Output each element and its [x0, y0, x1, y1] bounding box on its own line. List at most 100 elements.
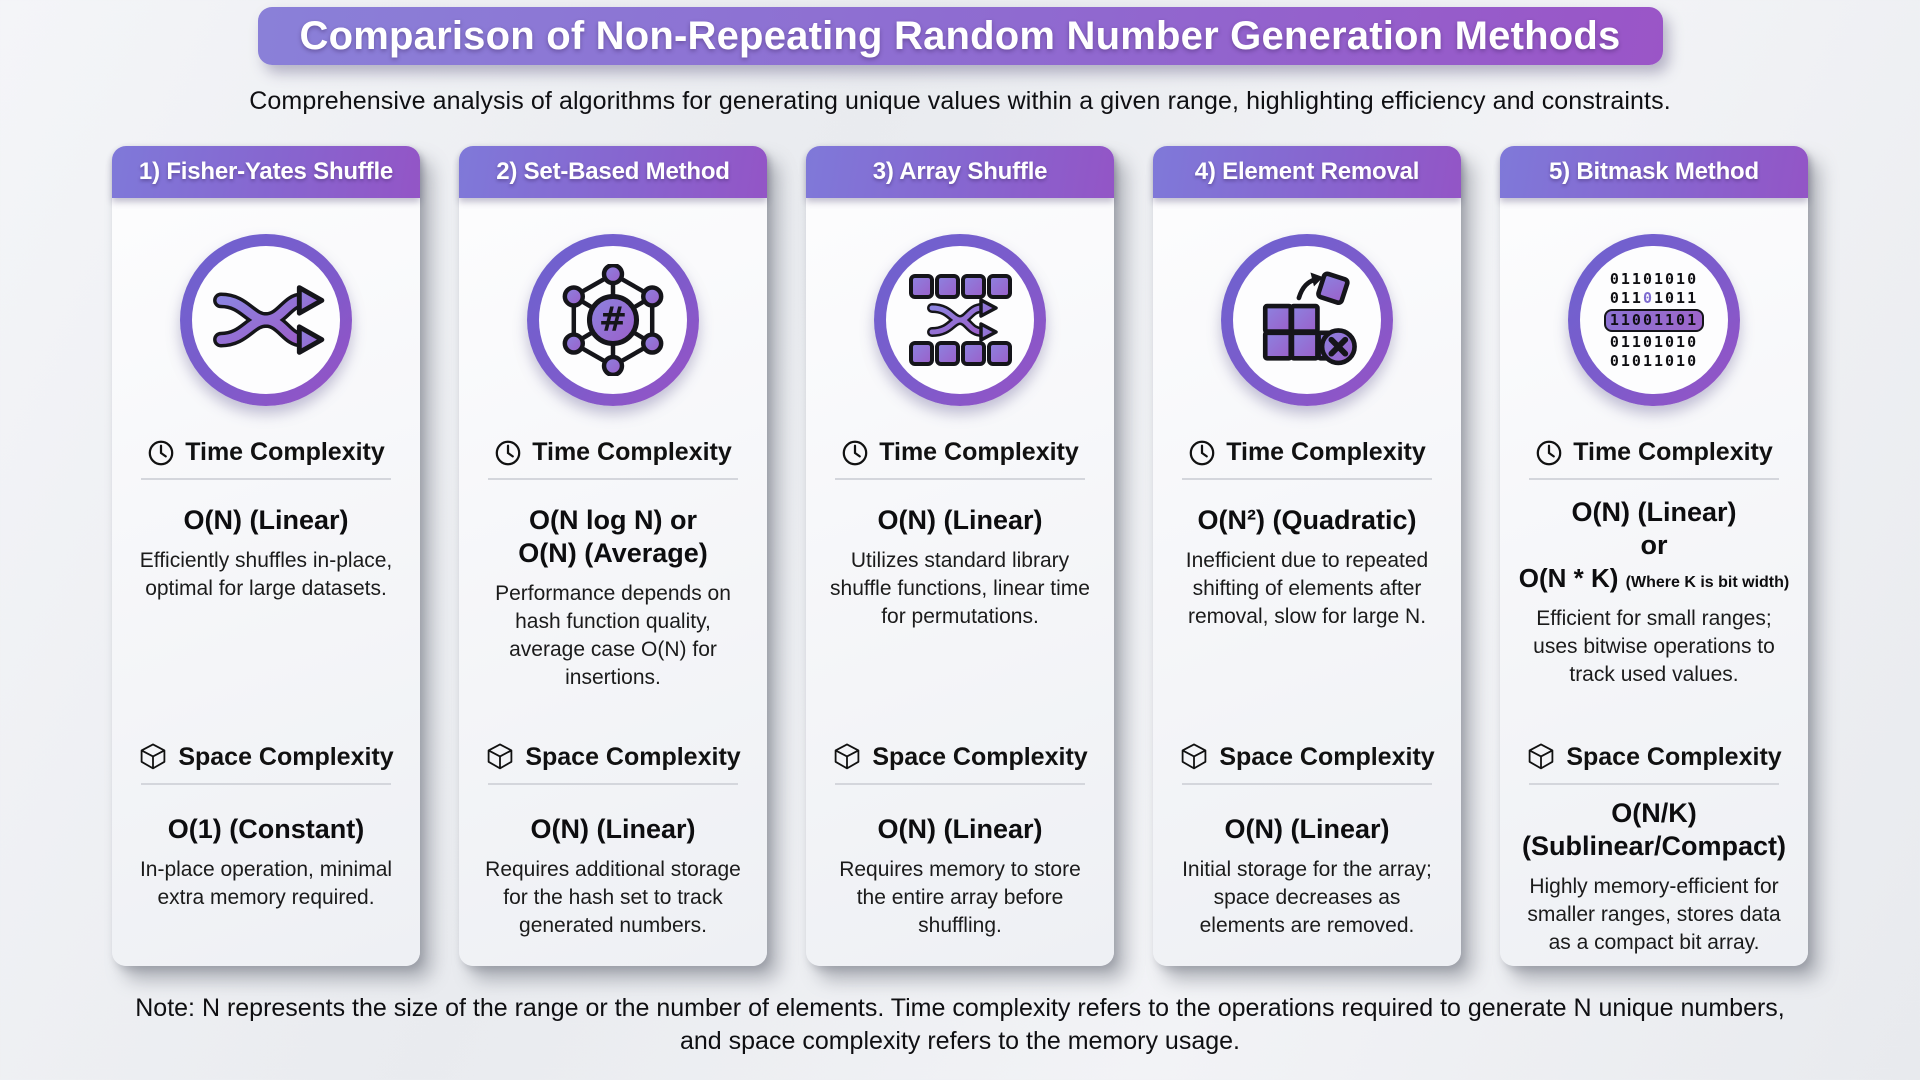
shuffle-icon: [180, 234, 352, 406]
space-complexity-value: O(N) (Linear): [1224, 814, 1390, 844]
array-shuffle-icon: [874, 234, 1046, 406]
time-value-line: O(N * K) (Where K is bit width): [1518, 563, 1790, 593]
method-card-element-removal: 4) Element Removal: [1153, 146, 1461, 966]
footnote: Note: N represents the size of the range…: [135, 994, 1785, 1055]
time-value-line: O(N) (Linear): [1571, 497, 1737, 527]
time-complexity-desc: Efficient for small ranges; uses bitwise…: [1533, 607, 1775, 686]
page-subtitle: Comprehensive analysis of algorithms for…: [249, 87, 1671, 115]
space-value-line: O(N/K): [1611, 798, 1697, 828]
bitmask-icon: 01101010 01101011 11001101 01101010 0101…: [1568, 234, 1740, 406]
card-title: 1) Fisher-Yates Shuffle: [138, 158, 394, 185]
time-complexity-value: O(N) (Linear): [183, 505, 349, 535]
time-complexity-label: Time Complexity: [1573, 438, 1773, 466]
card-title: 2) Set-Based Method: [496, 158, 730, 185]
space-complexity-heading: Space Complexity: [832, 742, 1088, 772]
divider: [1182, 783, 1432, 785]
method-card-set-based: 2) Set-Based Method #: [459, 146, 767, 966]
space-complexity-desc: Requires memory to store the entire arra…: [839, 858, 1081, 937]
page-title: Comparison of Non-Repeating Random Numbe…: [299, 13, 1621, 58]
element-removal-icon-inner: [1233, 246, 1381, 394]
clock-icon: [495, 440, 521, 465]
divider: [1529, 478, 1779, 480]
title-banner: Comparison of Non-Repeating Random Numbe…: [257, 7, 1663, 65]
clock-icon: [1536, 440, 1562, 465]
cube-icon: [1529, 743, 1554, 770]
method-card-bitmask: 5) Bitmask Method 01101010 01101011 1100…: [1500, 146, 1808, 966]
card-header: 1) Fisher-Yates Shuffle: [112, 146, 420, 198]
space-complexity-label: Space Complexity: [525, 742, 741, 771]
card-header: 4) Element Removal: [1153, 146, 1461, 198]
card-header: 3) Array Shuffle: [806, 146, 1114, 198]
space-complexity-heading: Space Complexity: [485, 742, 741, 772]
space-complexity-label: Space Complexity: [1566, 742, 1782, 771]
time-value-line: O(N) (Average): [518, 538, 708, 568]
binary-row-highlighted: 11001101: [1603, 308, 1705, 332]
divider: [835, 478, 1085, 480]
hash-set-icon-inner: #: [539, 246, 687, 394]
time-complexity-desc: Performance depends on hash function qua…: [495, 582, 731, 689]
time-complexity-value: O(N) (Linear) or O(N * K) (Where K is bi…: [1516, 496, 1792, 599]
divider: [141, 478, 391, 480]
cube-icon: [1182, 743, 1207, 770]
space-complexity-label: Space Complexity: [178, 742, 394, 771]
card-header: 5) Bitmask Method: [1500, 146, 1808, 198]
time-complexity-heading: Time Complexity: [147, 438, 385, 467]
card-title: 3) Array Shuffle: [872, 158, 1048, 185]
clock-icon: [148, 440, 174, 465]
space-complexity-desc: Highly memory-efficient for smaller rang…: [1527, 875, 1781, 954]
space-complexity-heading: Space Complexity: [1179, 742, 1435, 772]
method-card-fisher-yates: 1) Fisher-Yates Shuffle: [112, 146, 420, 966]
time-complexity-heading: Time Complexity: [841, 438, 1079, 467]
element-removal-icon: [1221, 234, 1393, 406]
card-header: 2) Set-Based Method: [459, 146, 767, 198]
cube-icon: [488, 743, 513, 770]
hash-symbol: #: [599, 300, 627, 339]
cube-icon: [835, 743, 860, 770]
array-shuffle-icon-inner: [886, 246, 1034, 394]
cube-icon: [141, 743, 166, 770]
hash-set-icon: #: [527, 234, 699, 406]
space-complexity-desc: Requires additional storage for the hash…: [485, 858, 741, 937]
space-complexity-desc: Initial storage for the array; space dec…: [1182, 858, 1432, 937]
method-card-array-shuffle: 3) Array Shuffle: [806, 146, 1114, 966]
time-complexity-label: Time Complexity: [185, 438, 385, 466]
space-value-line: (Sublinear/Compact): [1521, 831, 1787, 861]
binary-row: 01101011: [1609, 288, 1699, 307]
clock-icon: [1189, 440, 1215, 465]
space-complexity-heading: Space Complexity: [138, 742, 394, 772]
time-complexity-desc: Efficiently shuffles in-place, optimal f…: [139, 549, 393, 600]
time-complexity-heading: Time Complexity: [494, 438, 732, 467]
binary-row: 01011010: [1609, 351, 1699, 370]
divider: [141, 783, 391, 785]
space-complexity-heading: Space Complexity: [1526, 742, 1782, 772]
space-complexity-label: Space Complexity: [1219, 742, 1435, 771]
time-complexity-desc: Inefficient due to repeated shifting of …: [1185, 549, 1429, 628]
time-value-line: O(N log N) or: [529, 505, 697, 535]
space-complexity-value: O(N) (Linear): [530, 814, 696, 844]
space-complexity-desc: In-place operation, minimal extra memory…: [139, 858, 393, 909]
time-complexity-heading: Time Complexity: [1535, 438, 1773, 467]
binary-row: 01101010: [1609, 269, 1699, 288]
space-complexity-value: O(N) (Linear): [877, 814, 1043, 844]
time-complexity-label: Time Complexity: [532, 438, 732, 466]
method-cards: 1) Fisher-Yates Shuffle: [0, 146, 1920, 966]
time-complexity-heading: Time Complexity: [1188, 438, 1426, 467]
space-complexity-value: O(1) (Constant): [167, 814, 365, 844]
divider: [835, 783, 1085, 785]
space-complexity-value: O(N/K) (Sublinear/Compact): [1516, 797, 1792, 863]
space-complexity-label: Space Complexity: [872, 742, 1088, 771]
time-complexity-value: O(N) (Linear): [877, 505, 1043, 535]
card-title: 5) Bitmask Method: [1549, 158, 1759, 185]
card-title: 4) Element Removal: [1194, 158, 1420, 185]
time-complexity-desc: Utilizes standard library shuffle functi…: [830, 549, 1090, 628]
bitmask-icon-inner: 01101010 01101011 11001101 01101010 0101…: [1580, 246, 1728, 394]
time-complexity-value: O(N²) (Quadratic): [1197, 505, 1417, 535]
time-complexity-label: Time Complexity: [1226, 438, 1426, 466]
time-complexity-label: Time Complexity: [879, 438, 1079, 466]
shuffle-icon-inner: [192, 246, 340, 394]
divider: [1182, 478, 1432, 480]
divider: [1529, 783, 1779, 785]
binary-rows: 01101010 01101011 11001101 01101010 0101…: [1603, 269, 1705, 371]
divider: [488, 783, 738, 785]
time-complexity-value: O(N log N) or O(N) (Average): [475, 504, 751, 570]
